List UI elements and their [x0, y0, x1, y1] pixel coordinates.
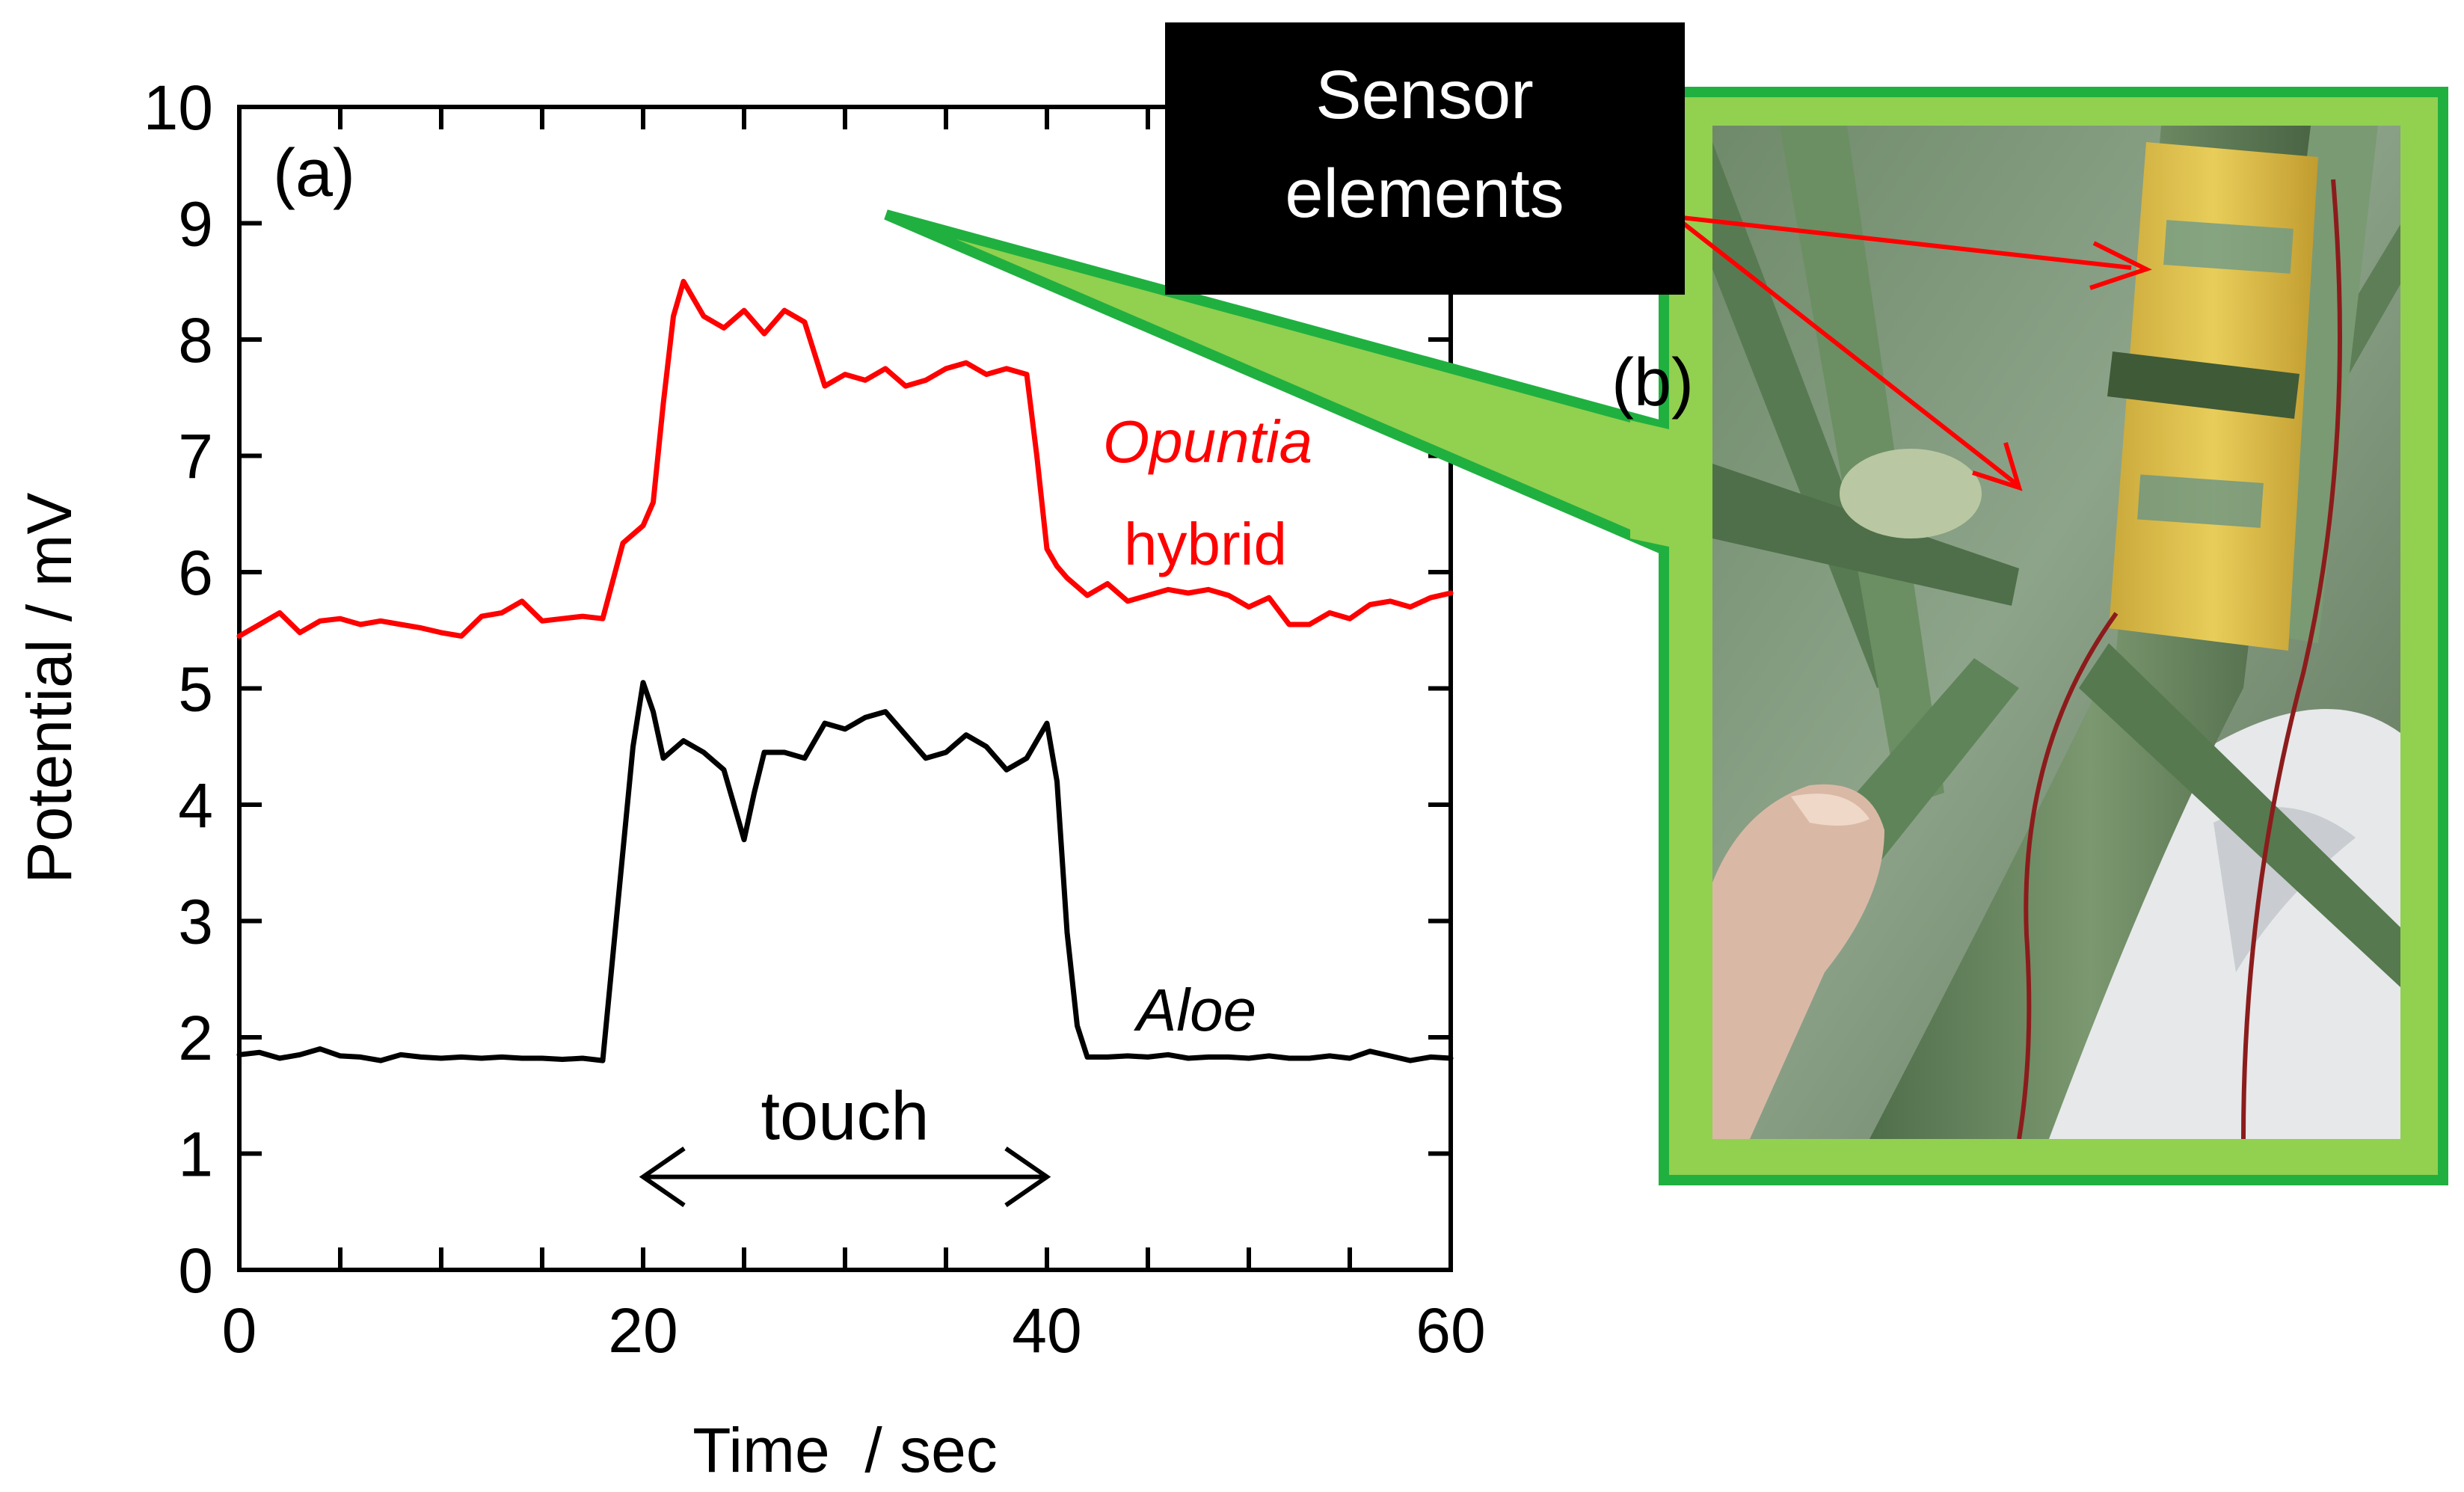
photo-panel: Sensor elements (b) — [884, 22, 2448, 1185]
series-layer — [236, 278, 1454, 1063]
x-tick-label-2: 40 — [1012, 1295, 1081, 1366]
sensor-arrow-lower-head — [1972, 442, 2023, 491]
callout-wedge-fill — [1630, 420, 1669, 547]
sensor-arrow-lower — [1674, 215, 2021, 488]
y-tick-label-3: 3 — [178, 887, 213, 957]
sensor-arrow-upper-head — [2089, 241, 2152, 290]
sensor-arrow-upper — [1674, 215, 2132, 270]
y-tick-label-2: 2 — [178, 1003, 213, 1073]
aloe-photo — [1712, 126, 2400, 1139]
sensor-callout-line2: elements — [1285, 156, 1564, 232]
y-tick-label-4: 4 — [178, 770, 213, 841]
line-chart: 0 1 2 3 4 5 6 7 8 9 10 0 20 40 60 (a) Time / sec Pote… — [14, 73, 1486, 1485]
y-tick-label-10: 10 — [144, 73, 213, 143]
sensor-callout-line1: Sensor — [1315, 57, 1534, 133]
y-axis-label: Potential / mV — [14, 493, 85, 884]
y-tick-label-5: 5 — [178, 654, 213, 725]
y-tick-label-7: 7 — [178, 422, 213, 492]
panel-label-a: (a) — [273, 136, 355, 211]
series-line-1 — [236, 680, 1454, 1063]
touch-arrow-head-left — [639, 1146, 686, 1208]
y-tick-label-0: 0 — [178, 1235, 213, 1306]
y-tick-label-9: 9 — [178, 189, 213, 260]
touch-arrow-head-right — [1004, 1146, 1051, 1208]
x-tick-label-1: 20 — [608, 1295, 678, 1366]
sensor-arrows — [1674, 215, 2152, 491]
series-label-aloe: Aloe — [1134, 977, 1256, 1043]
y-tick-label-8: 8 — [178, 305, 213, 375]
touch-annotation: touch — [639, 1078, 1051, 1208]
series-label-opuntia: Opuntia — [1103, 408, 1312, 475]
y-tick-label-1: 1 — [178, 1120, 213, 1190]
x-axis-label: Time / sec — [692, 1415, 998, 1485]
series-label-hybrid: hybrid — [1124, 511, 1287, 577]
series-line-0 — [236, 278, 1454, 639]
x-axis-ticks: 0 20 40 60 — [222, 107, 1486, 1366]
panel-label-b: (b) — [1612, 346, 1694, 420]
sensor-callout-box — [1165, 22, 1685, 295]
y-axis-ticks: 0 1 2 3 4 5 6 7 8 9 10 — [144, 73, 1451, 1306]
x-tick-label-0: 0 — [222, 1295, 257, 1366]
touch-label: touch — [761, 1078, 929, 1155]
y-tick-label-6: 6 — [178, 538, 213, 608]
x-tick-label-3: 60 — [1416, 1295, 1485, 1366]
